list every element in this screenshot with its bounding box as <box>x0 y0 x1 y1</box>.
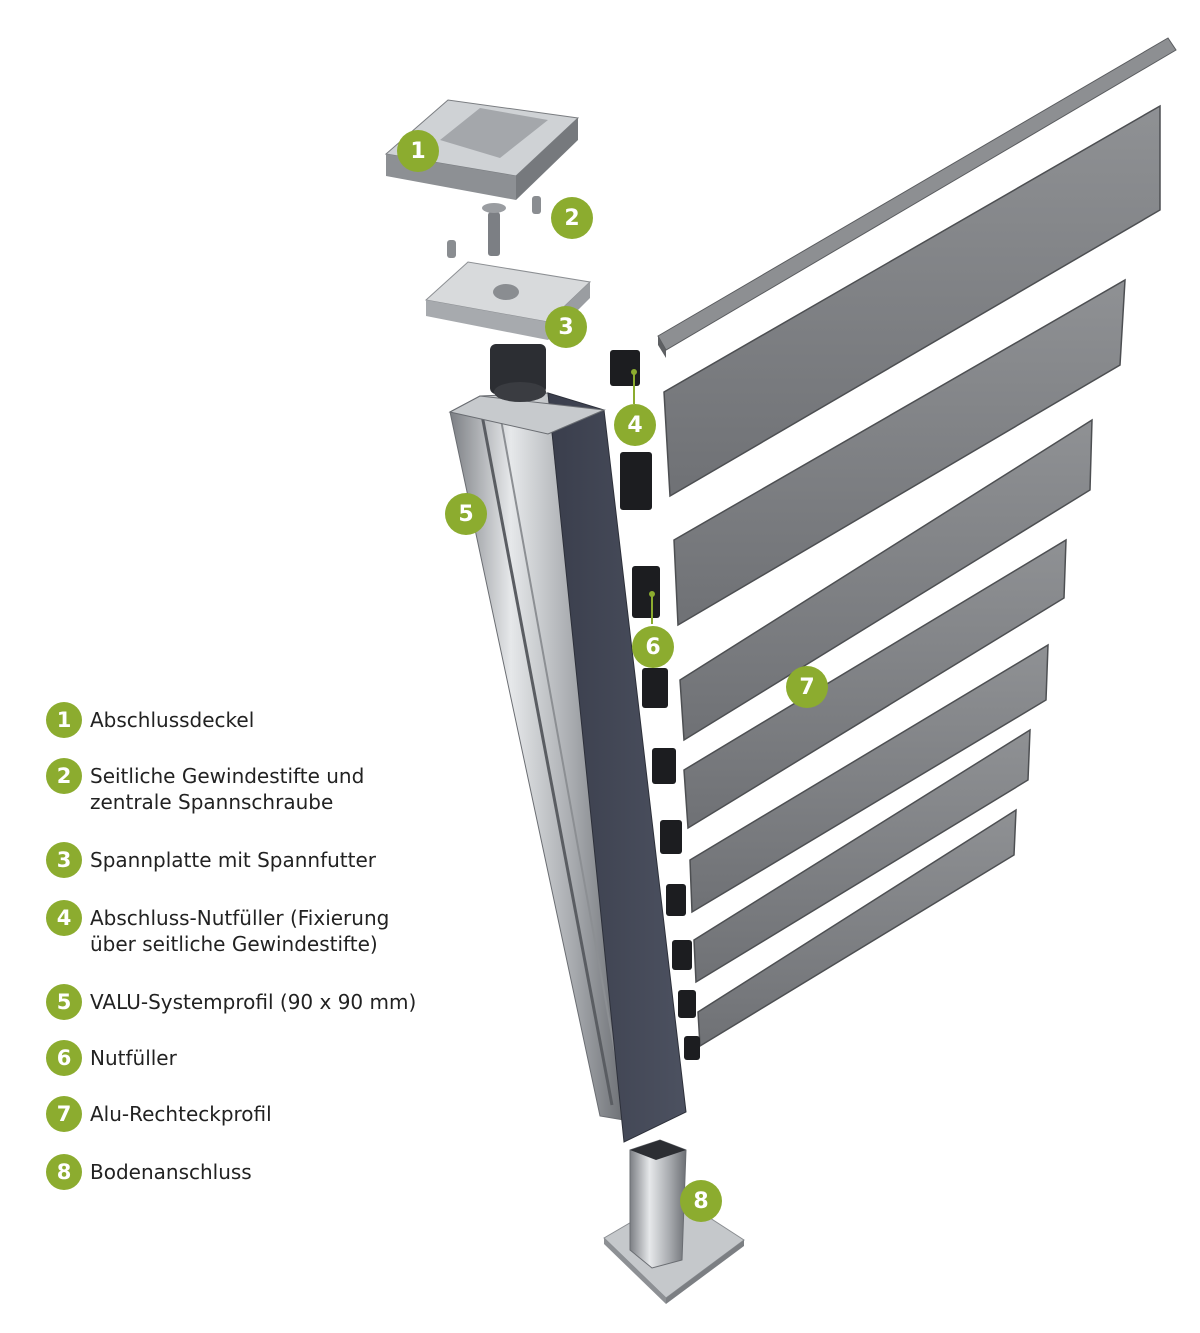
legend-item: 2 Seitliche Gewindestifte und zentrale S… <box>46 758 460 815</box>
base-plate-edge <box>666 1240 744 1304</box>
callout-badge-1: 1 <box>397 130 439 172</box>
groove-filler <box>678 990 696 1018</box>
profile-cross-section <box>448 395 606 435</box>
groove-filler <box>666 884 686 916</box>
clamping-chuck-ring <box>494 382 546 402</box>
legend-item: 1 Abschlussdeckel <box>46 702 460 738</box>
legend-label: Abschlussdeckel <box>90 708 255 732</box>
end-groove-filler <box>610 350 640 386</box>
groove-filler <box>620 452 652 510</box>
alu-rectangular-profiles <box>663 104 1161 1048</box>
groove-filler <box>652 748 676 784</box>
legend-number-badge: 2 <box>46 758 82 794</box>
legend-label: VALU-Systemprofil (90 x 90 mm) <box>90 990 417 1014</box>
legend-label: Seitliche Gewindestifte und zentrale Spa… <box>90 764 365 814</box>
callout-badge-2: 2 <box>551 197 593 239</box>
callout-badge-8: 8 <box>680 1180 722 1222</box>
legend-label: Nutfüller <box>90 1046 177 1070</box>
end-cap-edge <box>516 118 578 200</box>
profile-plank <box>693 728 1031 984</box>
callout-badge-7: 7 <box>786 666 828 708</box>
legend-label: Alu-Rechteckprofil <box>90 1102 272 1126</box>
groove-fillers <box>610 350 700 1060</box>
callout-badge-3: 3 <box>545 306 587 348</box>
profile-plank <box>679 418 1093 742</box>
legend-number-badge: 1 <box>46 702 82 738</box>
grub-screw <box>447 240 456 258</box>
groove-filler <box>660 820 682 854</box>
callout-badge-5: 5 <box>445 493 487 535</box>
profile-plank <box>697 808 1017 1048</box>
legend-number-badge: 5 <box>46 984 82 1020</box>
central-tension-screw <box>488 212 500 256</box>
legend-label: Bodenanschluss <box>90 1160 252 1184</box>
callout-badge-4: 4 <box>614 404 656 446</box>
legend-item: 6 Nutfüller <box>46 1040 460 1076</box>
profile-groove <box>480 414 614 1106</box>
profile-plank <box>673 278 1126 627</box>
groove-filler <box>642 668 668 708</box>
profile-plank <box>663 104 1161 498</box>
groove-filler <box>672 940 692 970</box>
clamping-chuck <box>490 344 546 394</box>
screw-head <box>482 203 506 213</box>
callout-badge-6: 6 <box>632 626 674 668</box>
legend-item: 4 Abschluss-Nutfüller (Fixierung über se… <box>46 900 460 957</box>
profile-plank <box>683 538 1067 830</box>
ground-anchor-top <box>630 1140 686 1160</box>
end-cap-pyramid <box>440 108 548 158</box>
legend-item: 5 VALU-Systemprofil (90 x 90 mm) <box>46 984 460 1020</box>
profile-plank <box>689 643 1049 914</box>
clamping-plate-edge <box>426 300 548 340</box>
legend-item: 3 Spannplatte mit Spannfutter <box>46 842 460 878</box>
grub-screw <box>532 196 541 214</box>
legend-number-badge: 3 <box>46 842 82 878</box>
legend-number-badge: 8 <box>46 1154 82 1190</box>
legend-label: Spannplatte mit Spannfutter <box>90 848 377 872</box>
legend-item: 8 Bodenanschluss <box>46 1154 460 1190</box>
legend-item: 7 Alu-Rechteckprofil <box>46 1096 460 1132</box>
groove-filler <box>632 566 660 618</box>
leader-dot <box>631 369 637 375</box>
base-plate-edge <box>604 1238 666 1304</box>
plate-center-hole <box>493 284 519 300</box>
legend-label: Abschluss-Nutfüller (Fixierung über seit… <box>90 906 390 956</box>
groove-filler <box>684 1036 700 1060</box>
system-profile-front <box>547 392 687 1143</box>
legend-number-badge: 7 <box>46 1096 82 1132</box>
top-rail-lip <box>658 336 666 358</box>
leader-dot <box>649 591 655 597</box>
profile-groove <box>499 413 621 1081</box>
legend-number-badge: 4 <box>46 900 82 936</box>
legend-number-badge: 6 <box>46 1040 82 1076</box>
